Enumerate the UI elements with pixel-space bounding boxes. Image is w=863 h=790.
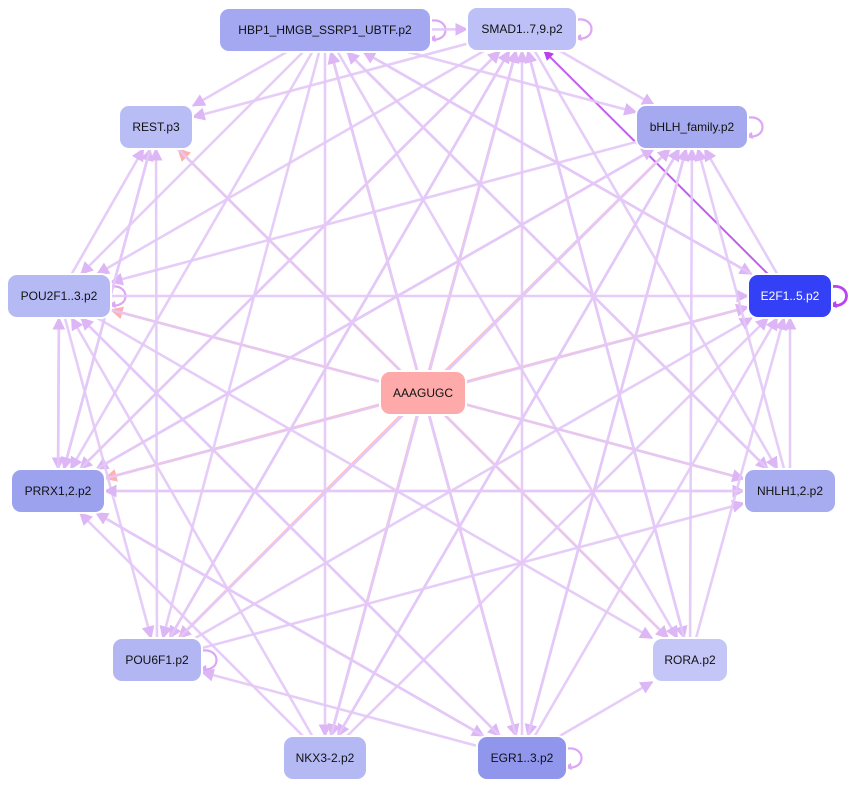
node-box-pou2f1[interactable] <box>6 273 112 319</box>
node-box-hbp1[interactable] <box>218 7 432 53</box>
node-box-prrx1[interactable] <box>10 468 106 514</box>
edge-rora-to-smad <box>524 49 686 639</box>
node-pou6f1[interactable]: POU6F1.p2 <box>111 637 203 683</box>
node-egr1[interactable]: EGR1..3.p2 <box>476 735 568 781</box>
node-label-rest: REST.p3 <box>132 120 180 134</box>
edge-nhlh1-to-hbp1 <box>346 51 769 470</box>
edge-hbp1-to-rora <box>336 51 679 640</box>
node-label-e2f1: E2F1..5.p2 <box>761 289 820 303</box>
node-pou2f1[interactable]: POU2F1..3.p2 <box>6 273 112 319</box>
node-label-aaagugc: AAAGUGC <box>393 386 453 400</box>
node-box-nkx3[interactable] <box>282 735 368 781</box>
edge-pou6f1-to-e2f1 <box>194 316 753 640</box>
node-box-rora[interactable] <box>651 637 729 683</box>
edge-pou6f1-to-nhlh1 <box>201 500 746 650</box>
node-box-pou6f1[interactable] <box>111 637 203 683</box>
node-rest[interactable]: REST.p3 <box>118 104 194 150</box>
edge-pou2f1-to-rora <box>96 316 654 640</box>
node-prrx1[interactable]: PRRX1,2.p2 <box>10 468 106 514</box>
node-box-egr1[interactable] <box>476 735 568 781</box>
edge-prrx1-to-bhlh <box>95 147 655 471</box>
node-smad[interactable]: SMAD1..7,9.p2 <box>466 6 578 52</box>
node-bhlh[interactable]: bHLH_family.p2 <box>635 104 749 150</box>
node-label-rora: RORA.p2 <box>664 653 716 667</box>
node-label-egr1: EGR1..3.p2 <box>491 751 554 765</box>
edge-pou6f1-to-smad <box>168 49 511 639</box>
node-hbp1[interactable]: HBP1_HMGB_SSRP1_UBTF.p2 <box>218 7 432 53</box>
node-e2f1[interactable]: E2F1..5.p2 <box>747 273 833 319</box>
edge-nhlh1-to-bhlh <box>694 147 786 470</box>
edge-nkx3-to-pou2f1 <box>70 316 314 737</box>
node-label-nkx3: NKX3-2.p2 <box>296 751 355 765</box>
node-box-rest[interactable] <box>118 104 194 150</box>
edge-smad-to-pou2f1 <box>96 49 485 276</box>
edge-rora-to-bhlh <box>685 147 699 639</box>
edge-pou2f1-to-rest <box>70 147 145 275</box>
node-rora[interactable]: RORA.p2 <box>651 637 729 683</box>
node-label-bhlh: bHLH_family.p2 <box>650 120 735 134</box>
node-aaagugc[interactable]: AAAGUGC <box>379 370 467 416</box>
node-box-e2f1[interactable] <box>747 273 833 319</box>
edge-hbp1-to-rest <box>191 50 288 107</box>
node-box-aaagugc[interactable] <box>379 370 467 416</box>
edge-pou6f1-to-rest <box>149 147 163 639</box>
node-box-nhlh1[interactable] <box>743 468 837 514</box>
node-label-pou6f1: POU6F1.p2 <box>125 653 189 667</box>
edge-nkx3-to-bhlh <box>336 147 681 737</box>
edge-smad-to-bhlh <box>559 49 655 107</box>
node-layer: HBP1_HMGB_SSRP1_UBTF.p2 SMAD1..7,9.p2REST… <box>6 6 837 781</box>
edge-prrx1-to-pou2f1 <box>52 316 66 470</box>
node-label-nhlh1: NHLH1,2.p2 <box>757 484 823 498</box>
edge-rora-to-e2f1 <box>694 316 788 639</box>
node-nkx3[interactable]: NKX3-2.p2 <box>282 735 368 781</box>
edge-smad-to-rest <box>191 42 468 121</box>
edge-e2f1-to-bhlh <box>703 147 779 275</box>
node-label-smad: SMAD1..7,9.p2 <box>481 22 563 36</box>
node-box-smad[interactable] <box>466 6 578 52</box>
edge-e2f1-to-hbp1 <box>362 50 753 276</box>
edge-egr1-to-bhlh <box>526 147 690 737</box>
node-label-hbp1: HBP1_HMGB_SSRP1_UBTF.p2 <box>238 23 412 37</box>
node-label-pou2f1: POU2F1..3.p2 <box>21 289 98 303</box>
edge-egr1-to-rora <box>559 680 654 738</box>
node-label-prrx1: PRRX1,2.p2 <box>25 484 92 498</box>
node-box-bhlh[interactable] <box>635 104 749 150</box>
node-nhlh1[interactable]: NHLH1,2.p2 <box>743 468 837 514</box>
